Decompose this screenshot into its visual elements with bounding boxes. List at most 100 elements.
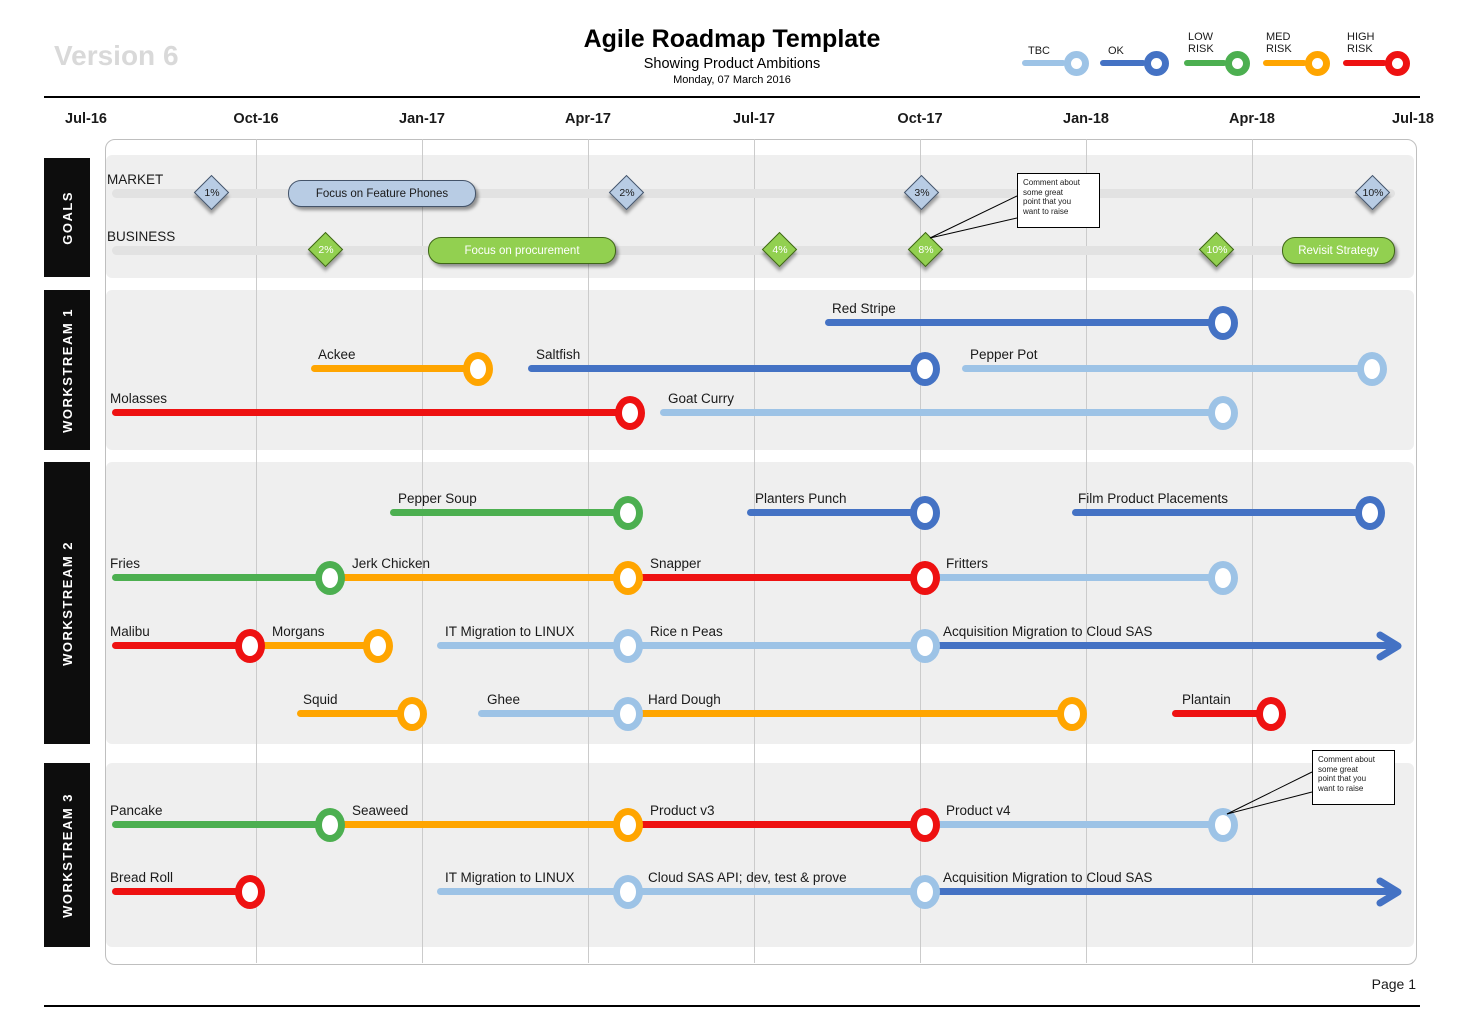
task-bar-cloud-sas-api-dev-test-prove[interactable] xyxy=(628,888,925,895)
task-label-ghee: Ghee xyxy=(487,692,521,707)
goal-milestone-market-10[interactable]: 10% xyxy=(1353,173,1393,213)
task-bar-pepper-pot[interactable] xyxy=(962,365,1372,372)
task-bar-rice-n-peas[interactable] xyxy=(628,642,925,649)
task-milestone-ring-jerk-chicken[interactable] xyxy=(613,561,643,595)
task-bar-morgans[interactable] xyxy=(250,642,378,649)
legend-line-low-risk xyxy=(1184,60,1227,66)
goal-box-focus-on-feature-phones[interactable]: Focus on Feature Phones xyxy=(288,180,476,207)
task-milestone-ring-ghee[interactable] xyxy=(613,697,643,731)
task-bar-film-product-placements[interactable] xyxy=(1072,509,1370,516)
task-bar-product-v4[interactable] xyxy=(925,821,1223,828)
timeline-label-apr-18: Apr-18 xyxy=(1229,111,1275,127)
comment-callout-1[interactable]: Comment about some great point that you … xyxy=(1017,173,1100,228)
section-sidebar-label: GOALS xyxy=(59,190,75,245)
task-bar-acquisition-migration-to-cloud-sas[interactable] xyxy=(925,642,1392,649)
task-bar-snapper[interactable] xyxy=(628,574,925,581)
task-milestone-ring-cloud-sas-api-dev-test-prove[interactable] xyxy=(910,875,940,909)
task-bar-saltfish[interactable] xyxy=(528,365,925,372)
quarter-gridline xyxy=(754,139,755,963)
legend-label-ok: OK xyxy=(1108,45,1124,57)
section-sidebar-label: WORKSTREAM 2 xyxy=(59,540,75,666)
task-milestone-ring-pepper-pot[interactable] xyxy=(1357,352,1387,386)
legend-ring-tbc xyxy=(1064,51,1089,76)
task-label-jerk-chicken: Jerk Chicken xyxy=(352,556,431,571)
legend-ring-high-risk xyxy=(1385,51,1410,76)
task-milestone-ring-red-stripe[interactable] xyxy=(1208,306,1238,340)
task-bar-fries[interactable] xyxy=(112,574,330,581)
task-milestone-ring-squid[interactable] xyxy=(397,697,427,731)
timeline-label-jul-16: Jul-16 xyxy=(65,111,107,127)
task-label-fries: Fries xyxy=(110,556,140,571)
section-sidebar-label: WORKSTREAM 3 xyxy=(59,792,75,918)
task-bar-it-migration-to-linux[interactable] xyxy=(437,642,628,649)
task-bar-planters-punch[interactable] xyxy=(747,509,925,516)
milestone-diamond-value: 10% xyxy=(1362,187,1384,199)
task-milestone-ring-saltfish[interactable] xyxy=(910,352,940,386)
task-bar-product-v3[interactable] xyxy=(628,821,925,828)
task-bar-malibu[interactable] xyxy=(112,642,250,649)
task-milestone-ring-snapper[interactable] xyxy=(910,561,940,595)
legend-line-tbc xyxy=(1022,60,1066,66)
task-milestone-ring-pancake[interactable] xyxy=(315,808,345,842)
task-milestone-ring-plantain[interactable] xyxy=(1256,697,1286,731)
goal-track-market xyxy=(112,189,1395,198)
task-bar-molasses[interactable] xyxy=(112,409,630,416)
task-bar-fritters[interactable] xyxy=(925,574,1223,581)
goal-milestone-business-2[interactable]: 2% xyxy=(306,230,346,270)
milestone-diamond-value: 3% xyxy=(914,187,930,199)
comment-callout-2[interactable]: Comment about some great point that you … xyxy=(1312,750,1395,805)
task-bar-acquisition-migration-to-cloud-sas[interactable] xyxy=(925,888,1392,895)
task-bar-goat-curry[interactable] xyxy=(660,409,1223,416)
goal-milestone-market-2[interactable]: 2% xyxy=(607,173,647,213)
task-milestone-ring-ackee[interactable] xyxy=(463,352,493,386)
goal-box-revisit-strategy[interactable]: Revisit Strategy xyxy=(1282,237,1395,264)
task-bar-ghee[interactable] xyxy=(478,710,628,717)
goal-box-focus-on-procurement[interactable]: Focus on procurement xyxy=(428,237,616,264)
task-milestone-ring-seaweed[interactable] xyxy=(613,808,643,842)
timeline-label-jan-18: Jan-18 xyxy=(1063,111,1109,127)
task-bar-bread-roll[interactable] xyxy=(112,888,250,895)
task-milestone-ring-pepper-soup[interactable] xyxy=(613,496,643,530)
task-label-pepper-soup: Pepper Soup xyxy=(398,491,477,506)
legend-label-tbc: TBC xyxy=(1028,45,1050,57)
task-bar-hard-dough[interactable] xyxy=(628,710,1072,717)
task-milestone-ring-planters-punch[interactable] xyxy=(910,496,940,530)
task-milestone-ring-molasses[interactable] xyxy=(615,396,645,430)
legend-line-med-risk xyxy=(1263,60,1307,66)
task-milestone-ring-product-v3[interactable] xyxy=(910,808,940,842)
task-milestone-ring-fritters[interactable] xyxy=(1208,561,1238,595)
task-milestone-ring-it-migration-to-linux[interactable] xyxy=(613,629,643,663)
goal-milestone-market-1[interactable]: 1% xyxy=(192,173,232,213)
legend-ring-ok xyxy=(1144,51,1169,76)
task-milestone-ring-morgans[interactable] xyxy=(363,629,393,663)
timeline-label-jan-17: Jan-17 xyxy=(399,111,445,127)
task-bar-plantain[interactable] xyxy=(1172,710,1271,717)
task-bar-pepper-soup[interactable] xyxy=(390,509,628,516)
task-milestone-ring-bread-roll[interactable] xyxy=(235,875,265,909)
legend-ring-low-risk xyxy=(1225,51,1250,76)
task-bar-seaweed[interactable] xyxy=(330,821,628,828)
task-milestone-ring-it-migration-to-linux[interactable] xyxy=(613,875,643,909)
task-milestone-ring-product-v4[interactable] xyxy=(1208,808,1238,842)
goal-milestone-business-8[interactable]: 8% xyxy=(906,230,946,270)
task-bar-red-stripe[interactable] xyxy=(825,319,1223,326)
task-milestone-ring-malibu[interactable] xyxy=(235,629,265,663)
task-milestone-ring-rice-n-peas[interactable] xyxy=(910,629,940,663)
task-bar-ackee[interactable] xyxy=(311,365,478,372)
task-bar-squid[interactable] xyxy=(297,710,412,717)
section-sidebar-workstream-1: WORKSTREAM 1 xyxy=(44,290,90,450)
task-milestone-ring-film-product-placements[interactable] xyxy=(1355,496,1385,530)
goal-milestone-business-4[interactable]: 4% xyxy=(760,230,800,270)
task-bar-pancake[interactable] xyxy=(112,821,330,828)
milestone-diamond-value: 2% xyxy=(318,244,334,256)
milestone-diamond-value: 2% xyxy=(619,187,635,199)
timeline-label-oct-16: Oct-16 xyxy=(233,111,279,127)
task-milestone-ring-fries[interactable] xyxy=(315,561,345,595)
task-bar-it-migration-to-linux[interactable] xyxy=(437,888,628,895)
goal-milestone-market-3[interactable]: 3% xyxy=(902,173,942,213)
goal-milestone-business-10[interactable]: 10% xyxy=(1197,230,1237,270)
task-milestone-ring-hard-dough[interactable] xyxy=(1057,697,1087,731)
goal-row-label-business: BUSINESS xyxy=(107,229,176,244)
task-bar-jerk-chicken[interactable] xyxy=(330,574,628,581)
task-milestone-ring-goat-curry[interactable] xyxy=(1208,396,1238,430)
